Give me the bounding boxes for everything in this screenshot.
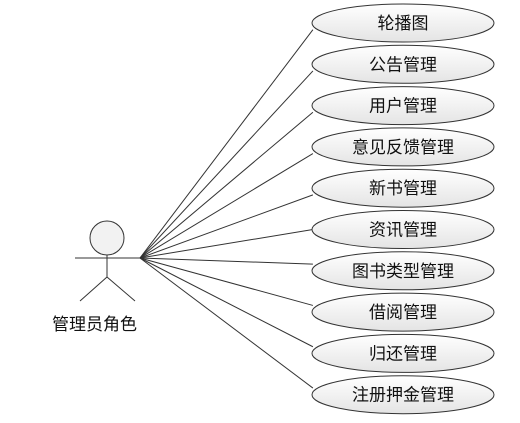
use-case: 图书类型管理	[311, 251, 495, 291]
use-case-label: 资讯管理	[369, 221, 437, 241]
use-case: 公告管理	[311, 44, 495, 84]
association-line	[139, 29, 314, 259]
use-case-ellipse	[311, 251, 495, 291]
use-case-ellipse	[311, 375, 495, 415]
association-line	[139, 229, 313, 259]
association-line	[139, 70, 314, 259]
use-case-ellipse	[311, 168, 495, 208]
use-case: 资讯管理	[311, 210, 495, 249]
association-line	[139, 257, 313, 265]
use-case: 新书管理	[311, 168, 495, 208]
use-case: 注册押金管理	[311, 375, 495, 415]
use-case-ellipse	[311, 44, 495, 84]
association-lines	[139, 29, 314, 389]
association-line	[139, 111, 314, 259]
use-case-label: 新书管理	[369, 179, 437, 199]
use-case-ellipse	[311, 86, 495, 126]
use-case-label: 轮播图	[378, 14, 429, 34]
actor-leg-left	[79, 276, 108, 302]
actor-leg-right	[106, 276, 136, 302]
use-case-label: 图书类型管理	[352, 262, 454, 282]
use-case-label: 借阅管理	[369, 303, 437, 323]
actor-head	[89, 220, 125, 256]
use-case-label: 公告管理	[369, 55, 437, 75]
actor-name: 管理员角色	[52, 315, 137, 335]
use-case: 轮播图	[311, 3, 495, 43]
actor-figure: 管理员角色	[52, 220, 140, 335]
use-case-ellipse	[311, 210, 495, 249]
use-case: 归还管理	[311, 333, 495, 373]
association-line	[139, 257, 314, 389]
association-line	[139, 257, 314, 306]
use-case: 借阅管理	[311, 292, 495, 332]
use-case: 用户管理	[311, 86, 495, 126]
association-line	[139, 194, 314, 259]
association-line	[139, 153, 314, 259]
use-case-label: 注册押金管理	[352, 386, 454, 406]
association-line	[139, 257, 314, 348]
use-case: 意见反馈管理	[311, 127, 495, 167]
use-case-ellipse	[311, 127, 495, 167]
use-case-label: 用户管理	[369, 97, 437, 117]
use-case-list: 轮播图公告管理用户管理意见反馈管理新书管理资讯管理图书类型管理借阅管理归还管理注…	[311, 3, 495, 415]
use-case-ellipse	[311, 3, 495, 43]
use-case-label: 归还管理	[369, 344, 437, 364]
use-case-label: 意见反馈管理	[352, 138, 454, 158]
use-case-ellipse	[311, 292, 495, 332]
use-case-ellipse	[311, 333, 495, 373]
